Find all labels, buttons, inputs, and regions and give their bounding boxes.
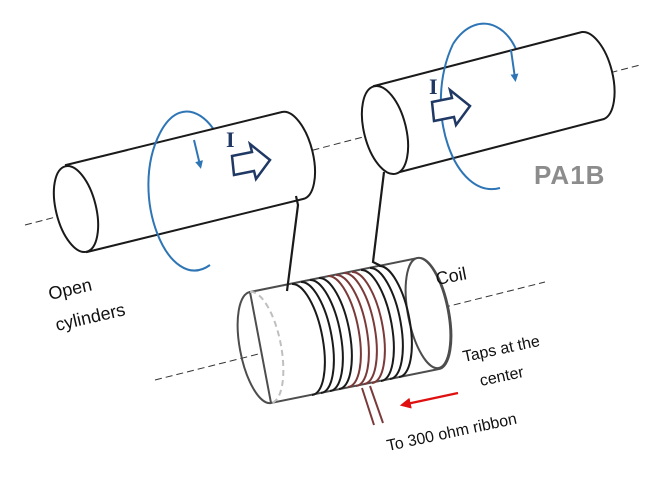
right-cylinder-open-end	[360, 85, 410, 175]
coil-label: Coil	[434, 263, 468, 289]
coil-form-hidden-edge	[249, 290, 285, 404]
coil-turn	[318, 276, 353, 390]
taps-pointer-arrow	[399, 391, 459, 409]
coil-turn	[291, 282, 326, 396]
coil-windings	[291, 264, 413, 396]
left-cylinder: I	[52, 110, 317, 272]
right-current-label: I	[429, 74, 438, 99]
taps-label-line2: center	[478, 364, 526, 390]
ribbon-label: To 300 ohm ribbon	[385, 411, 518, 455]
left-current-label: I	[226, 127, 235, 152]
right-loop-arrowhead	[510, 49, 519, 82]
coil-turn	[343, 271, 378, 385]
open-cylinders-label-line2: cylinders	[53, 299, 127, 334]
center-tap-wire	[361, 387, 375, 426]
taps-label-line1: Taps at the	[461, 333, 541, 366]
coil-turn	[309, 278, 344, 392]
coil-turn	[335, 273, 370, 387]
coil-turn	[369, 266, 404, 380]
right-feed-wire	[371, 171, 386, 267]
center-tap-wire	[369, 385, 384, 424]
coil-turn	[360, 268, 395, 382]
left-current-loop-front	[147, 132, 211, 272]
coil-form	[236, 256, 453, 405]
left-feed-wire	[285, 195, 300, 292]
left-current-arrow-icon	[230, 140, 272, 182]
coil-turn	[327, 274, 362, 388]
coil-turn	[351, 270, 386, 384]
right-cylinder: I	[360, 22, 616, 191]
coil-form-visible-edge	[236, 291, 272, 405]
right-current-arrow-icon	[430, 86, 472, 128]
open-cylinders-label-line1: Open	[46, 275, 93, 304]
left-cylinder-open-end	[52, 165, 100, 253]
coil-turn	[378, 264, 413, 378]
coil-turn	[300, 280, 335, 394]
left-loop-arrowhead	[193, 139, 203, 169]
diagram-tag: PA1B	[534, 160, 605, 190]
right-current-loop-front	[439, 43, 501, 191]
